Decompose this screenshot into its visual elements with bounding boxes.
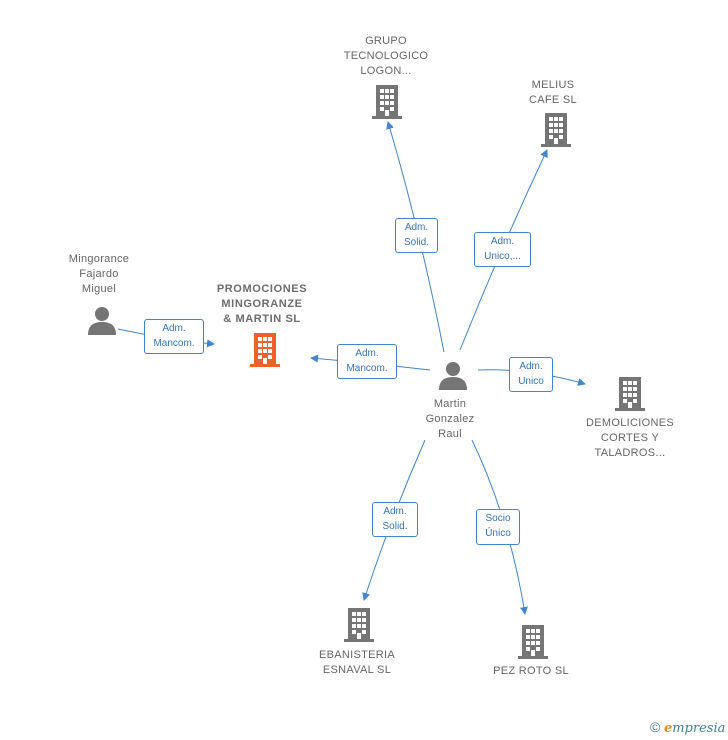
node-label-grupo[interactable]: GRUPO TECNOLOGICO LOGON... bbox=[343, 35, 429, 77]
brand-logo-text: mpresia bbox=[672, 721, 726, 736]
empresia-brand: © empresia bbox=[650, 719, 725, 736]
brand-logo-e: e bbox=[663, 721, 673, 736]
node-label-demoliciones[interactable]: DEMOLICIONES CORTES Y TALADROS... bbox=[586, 417, 674, 459]
edge-label-grupo: Adm. Solid. bbox=[395, 218, 438, 253]
node-label-martin[interactable]: Martin Gonzalez Raul bbox=[425, 398, 475, 440]
building-icon-grupo bbox=[372, 85, 402, 119]
edge-label-promociones: Adm. Mancom. bbox=[337, 344, 397, 379]
edge-label-pezroto: Socio Único bbox=[476, 509, 520, 545]
building-icon-pezroto bbox=[518, 625, 548, 659]
person-icon-martin bbox=[439, 362, 467, 390]
edge-label-ebanisteria: Adm. Solid. bbox=[372, 502, 418, 537]
copyright-symbol: © bbox=[650, 719, 661, 735]
node-label-ebanisteria[interactable]: EBANISTERIA ESNAVAL SL bbox=[318, 649, 396, 676]
edge-label-mingorance: Adm. Mancom. bbox=[144, 319, 204, 354]
node-label-pezroto[interactable]: PEZ ROTO SL bbox=[493, 665, 569, 677]
building-icon-ebanisteria bbox=[344, 608, 374, 642]
node-label-promociones[interactable]: PROMOCIONES MINGORANZE & MARTIN SL bbox=[216, 283, 308, 325]
edge-label-demoliciones: Adm. Unico bbox=[509, 357, 553, 392]
building-icon-melius bbox=[541, 113, 571, 147]
edge-label-melius: Adm. Unico,... bbox=[474, 232, 531, 267]
node-label-mingorance[interactable]: Mingorance Fajardo Miguel bbox=[68, 253, 130, 295]
building-icon-demoliciones bbox=[615, 377, 645, 411]
brand-logo: empresia bbox=[664, 721, 725, 736]
node-label-melius[interactable]: MELIUS CAFE SL bbox=[529, 79, 577, 106]
building-icon-promociones bbox=[250, 333, 280, 367]
person-icon-mingorance bbox=[88, 307, 116, 335]
